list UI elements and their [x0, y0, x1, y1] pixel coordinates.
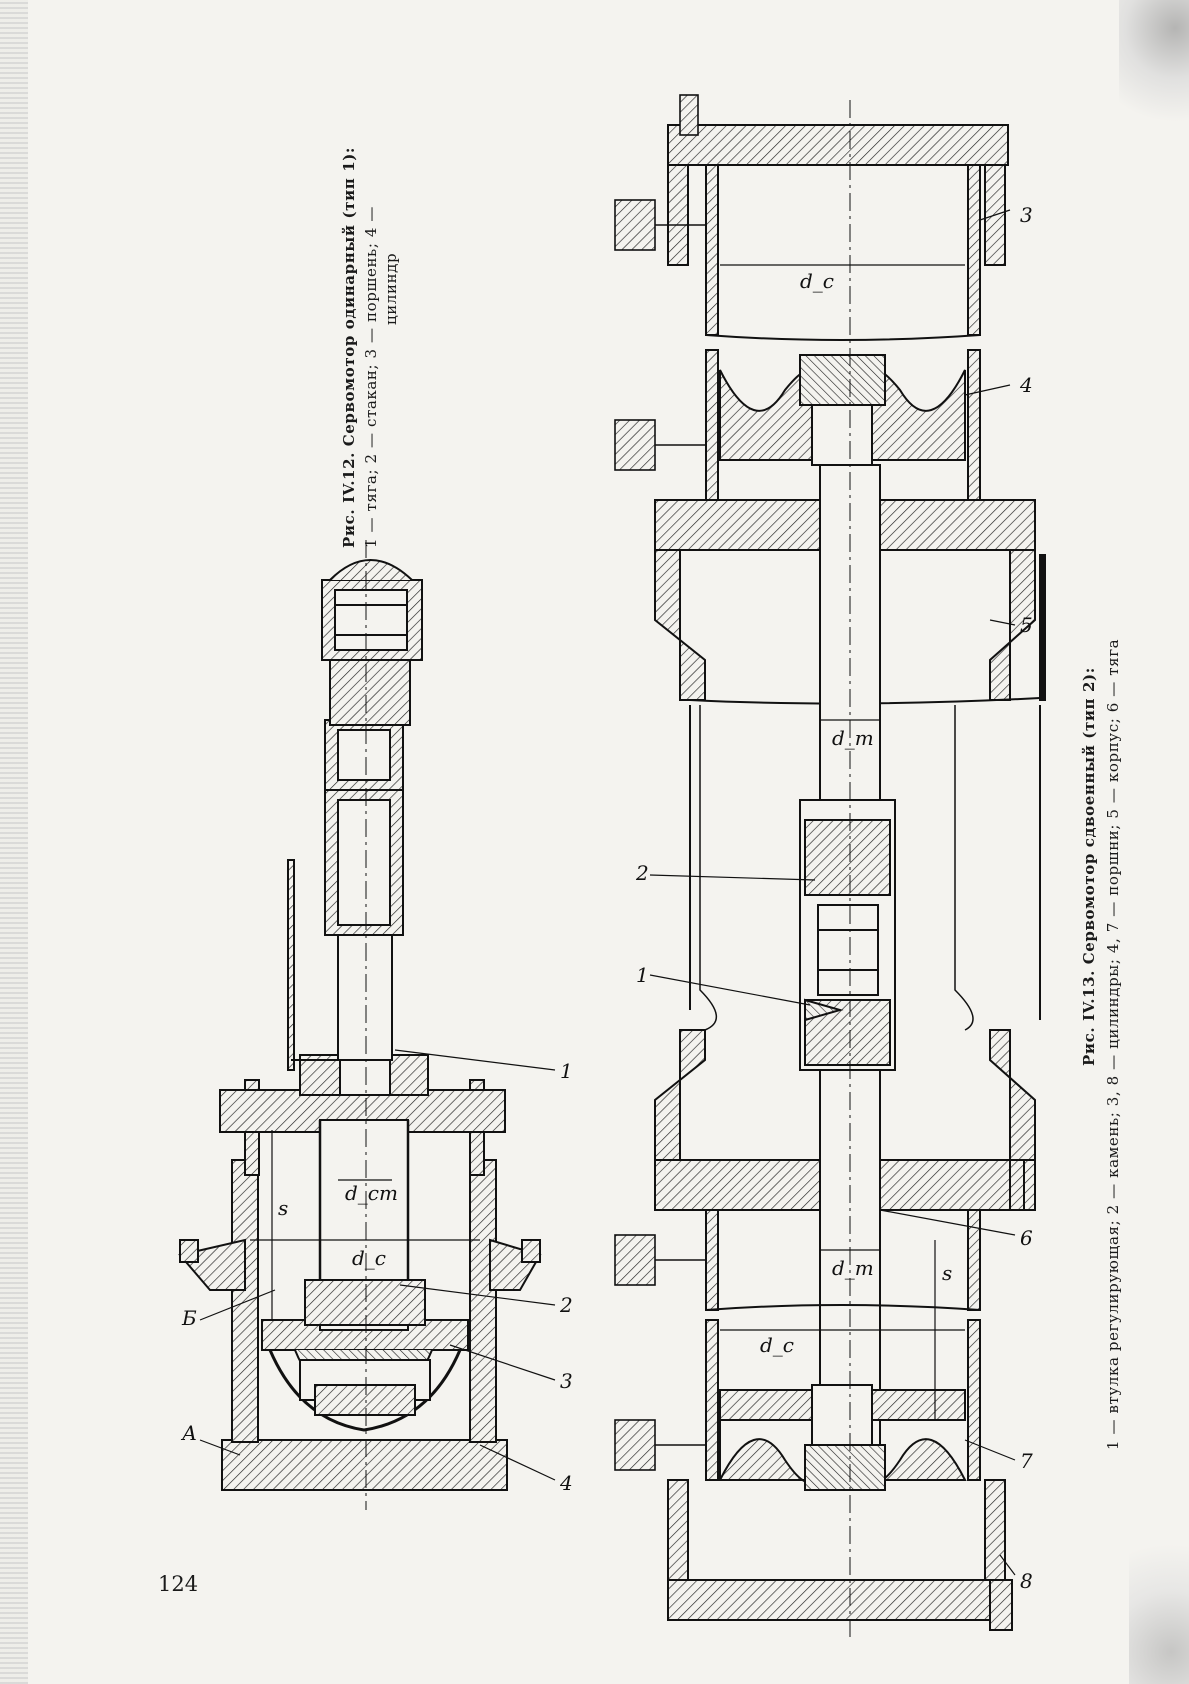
fig12-dimension-dst: d_ст	[345, 1181, 398, 1205]
fig12-caption-title: Рис. IV.12. Сервомотор одинарный (тип 1)…	[340, 147, 358, 548]
fig13-callout-7: 7	[1020, 1449, 1033, 1473]
fig12-dimension-s: s	[278, 1196, 288, 1220]
figure-13-drawing	[615, 95, 1045, 1640]
fig13-legend-line1: 1 — втулка регулирующая; 2 — камень; 3, …	[1104, 639, 1122, 1450]
fig13-callout-6: 6	[1020, 1226, 1033, 1250]
fig13-callout-8: 8	[1020, 1569, 1033, 1593]
fig12-callout-3: 3	[560, 1369, 573, 1393]
fig12-callout-B: Б	[181, 1306, 197, 1330]
fig12-callout-A: А	[180, 1421, 197, 1445]
fig13-title: Рис. IV.13. Сервомотор сдвоенный (тип 2)…	[1080, 667, 1098, 1066]
fig13-callout-5: 5	[1020, 613, 1033, 637]
figure-12-drawing	[180, 540, 555, 1510]
fig13-callout-1: 1	[636, 963, 649, 987]
fig12-callout-2: 2	[559, 1293, 573, 1317]
fig13-caption-legend: 1 — втулка регулирующая; 2 — камень; 3, …	[1104, 639, 1122, 1450]
fig13-dimension-dt-top: d_т	[832, 726, 874, 750]
fig12-callout-1: 1	[560, 1059, 573, 1083]
fig13-caption-title: Рис. IV.13. Сервомотор сдвоенный (тип 2)…	[1080, 667, 1098, 1066]
fig12-callout-4: 4	[559, 1471, 573, 1495]
fig13-callout-3: 3	[1020, 203, 1033, 227]
fig13-dimension-dc-top: d_c	[800, 269, 834, 293]
fig13-dimension-s: s	[942, 1261, 952, 1285]
fig13-dimension-dc-bottom: d_c	[760, 1333, 794, 1357]
fig13-callout-2: 2	[635, 861, 649, 885]
fig13-dimension-dt-bottom: d_т	[832, 1256, 874, 1280]
page-number: 124	[158, 1572, 198, 1596]
fig12-legend-line1: 1 — тяга; 2 — стакан; 3 — поршень; 4 —	[362, 206, 380, 548]
fig12-caption-legend-2: цилиндр	[382, 253, 400, 325]
fig12-legend-line2: цилиндр	[382, 253, 400, 325]
fig13-callout-4: 4	[1019, 373, 1033, 397]
fig12-dimension-dc: d_c	[352, 1246, 386, 1270]
fig12-caption-legend: 1 — тяга; 2 — стакан; 3 — поршень; 4 —	[362, 206, 380, 548]
fig12-title: Рис. IV.12. Сервомотор одинарный (тип 1)…	[340, 147, 358, 548]
